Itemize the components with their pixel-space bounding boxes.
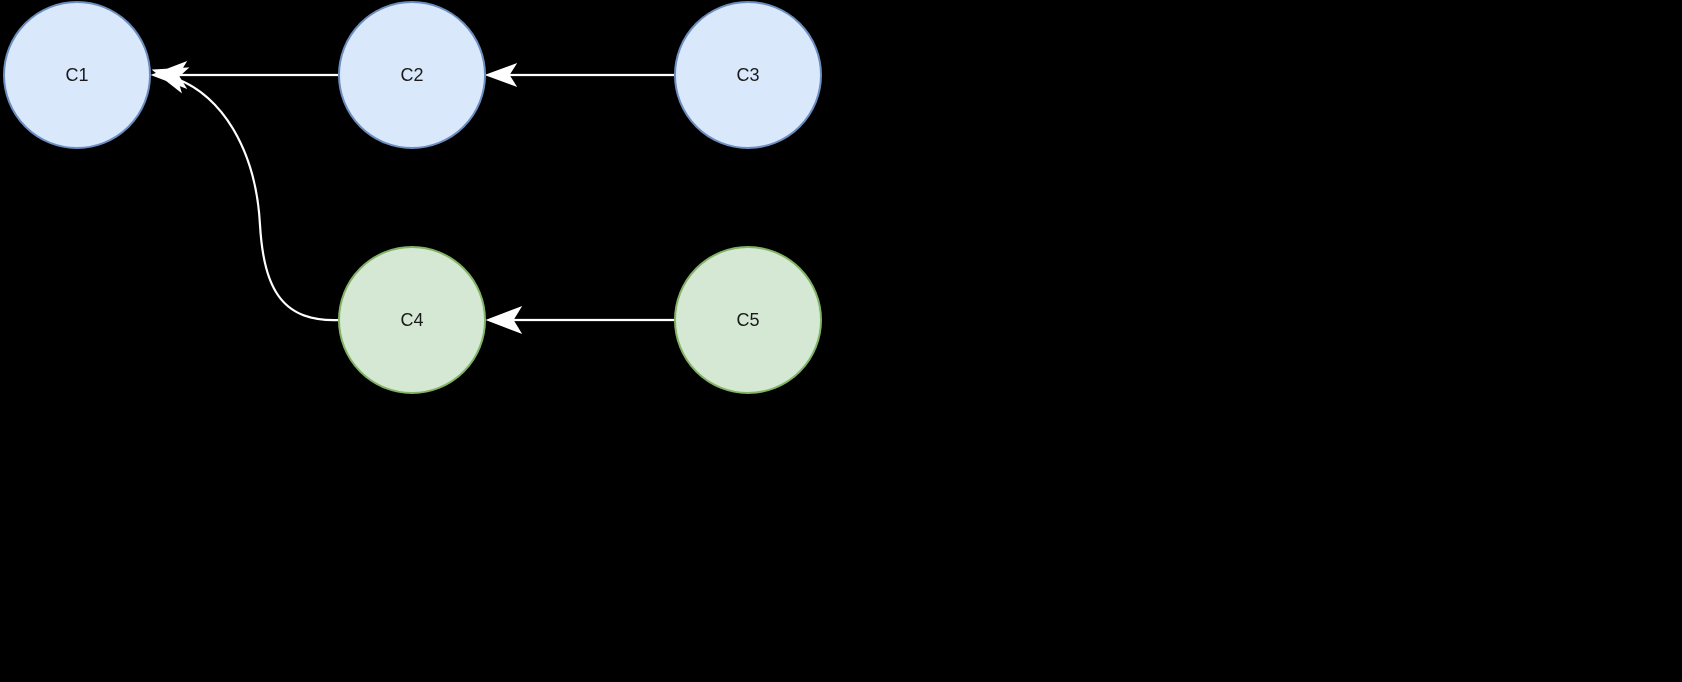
edge-c4-to-c1-arrowhead [151, 67, 190, 94]
edge-c3-to-c2[interactable] [484, 63, 674, 87]
node-c5[interactable]: C5 [674, 246, 822, 394]
node-c5-circle [674, 246, 822, 394]
node-c2-circle [338, 1, 486, 149]
node-c1-circle [3, 1, 151, 149]
node-c2[interactable]: C2 [338, 1, 486, 149]
node-c3[interactable]: C3 [674, 1, 822, 149]
node-c4[interactable]: C4 [338, 246, 486, 394]
node-c4-label: C4 [400, 310, 423, 330]
node-c1-label: C1 [65, 65, 88, 85]
edge-c4-to-c1-curve [176, 77, 340, 322]
edge-c3-to-c2-arrowhead [484, 63, 518, 87]
edge-layer [150, 61, 674, 334]
node-c3-circle [674, 1, 822, 149]
edge-c5-to-c4[interactable] [485, 306, 674, 334]
node-c4-circle [338, 246, 486, 394]
edge-c4-to-c1[interactable] [151, 67, 340, 322]
node-c3-label: C3 [736, 65, 759, 85]
node-c1[interactable]: C1 [3, 1, 151, 149]
node-c5-label: C5 [736, 310, 759, 330]
node-layer: C1 C2 C3 C4 C5 [3, 1, 822, 394]
node-c2-label: C2 [400, 65, 423, 85]
edge-c5-to-c4-arrowhead [485, 306, 523, 334]
